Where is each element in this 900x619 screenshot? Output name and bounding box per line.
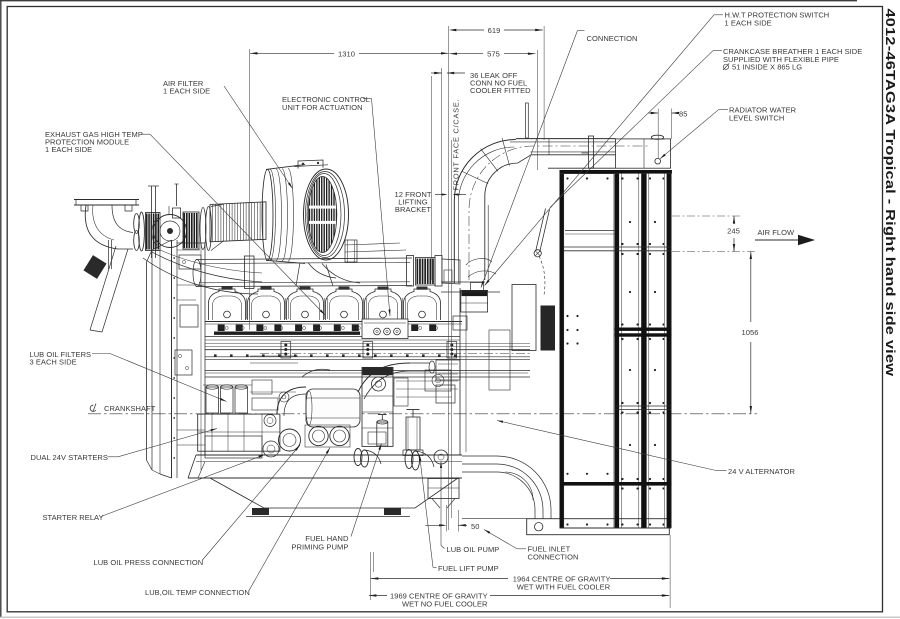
svg-text:BRACKET: BRACKET bbox=[395, 205, 432, 214]
svg-text:FUEL HAND: FUEL HAND bbox=[305, 534, 349, 543]
svg-text:3 EACH SIDE: 3 EACH SIDE bbox=[30, 358, 77, 367]
svg-text:PROTECTION MODULE: PROTECTION MODULE bbox=[45, 138, 129, 147]
svg-text:1 EACH SIDE: 1 EACH SIDE bbox=[45, 145, 92, 154]
svg-text:RADIATOR WATER: RADIATOR WATER bbox=[729, 106, 797, 115]
svg-text:51 INSIDE X 865 LG: 51 INSIDE X 865 LG bbox=[732, 63, 802, 72]
svg-text:24 V ALTERNATOR: 24 V ALTERNATOR bbox=[728, 467, 796, 476]
svg-text:PRIMING PUMP: PRIMING PUMP bbox=[291, 542, 348, 551]
svg-text:36 LEAK OFF: 36 LEAK OFF bbox=[470, 71, 518, 80]
svg-text:50: 50 bbox=[471, 522, 479, 531]
svg-text:SUPPLIED WITH FLEXIBLE PIPE: SUPPLIED WITH FLEXIBLE PIPE bbox=[723, 55, 839, 64]
svg-text:85: 85 bbox=[679, 110, 687, 119]
svg-text:1969 CENTRE OF GRAVITY: 1969 CENTRE OF GRAVITY bbox=[390, 592, 488, 601]
svg-text:1 EACH SIDE: 1 EACH SIDE bbox=[725, 18, 772, 27]
svg-text:AIR FILTER: AIR FILTER bbox=[163, 79, 204, 88]
svg-text:WET NO FUEL COOLER: WET NO FUEL COOLER bbox=[402, 600, 488, 609]
svg-text:CRANKSHAFT: CRANKSHAFT bbox=[104, 404, 156, 413]
svg-text:CRANKCASE BREATHER 1 EACH SID: CRANKCASE BREATHER 1 EACH SIDE bbox=[723, 47, 862, 56]
svg-text:WET WITH FUEL COOLER: WET WITH FUEL COOLER bbox=[517, 582, 611, 591]
svg-text:CONNECTION: CONNECTION bbox=[528, 553, 579, 562]
svg-text:LIFTING: LIFTING bbox=[398, 198, 428, 207]
svg-text:1056: 1056 bbox=[741, 328, 758, 337]
svg-text:CONN NO FUEL: CONN NO FUEL bbox=[470, 78, 527, 87]
svg-text:1310: 1310 bbox=[338, 49, 355, 58]
svg-text:1964 CENTRE OF GRAVITY: 1964 CENTRE OF GRAVITY bbox=[513, 574, 611, 583]
svg-text:STARTER RELAY: STARTER RELAY bbox=[43, 513, 104, 522]
svg-text:LUB,OIL TEMP CONNECTION: LUB,OIL TEMP CONNECTION bbox=[145, 588, 250, 597]
svg-text:FUEL INLET: FUEL INLET bbox=[528, 545, 571, 554]
svg-text:12 FRONT: 12 FRONT bbox=[394, 190, 431, 199]
svg-text:EXHAUST GAS HIGH TEMP: EXHAUST GAS HIGH TEMP bbox=[45, 130, 143, 139]
svg-text:245: 245 bbox=[727, 227, 740, 236]
svg-text:LUB OIL PUMP: LUB OIL PUMP bbox=[447, 545, 500, 554]
svg-text:ELECTRONIC CONTROL: ELECTRONIC CONTROL bbox=[282, 95, 370, 104]
svg-text:LUB OIL PRESS CONNECTION: LUB OIL PRESS CONNECTION bbox=[94, 558, 204, 567]
svg-text:H.W.T PROTECTION SWITCH: H.W.T PROTECTION SWITCH bbox=[725, 11, 830, 20]
svg-text:1 EACH SIDE: 1 EACH SIDE bbox=[163, 86, 210, 95]
svg-text:LUB OIL FILTERS: LUB OIL FILTERS bbox=[30, 350, 92, 359]
svg-text:619: 619 bbox=[488, 26, 501, 35]
svg-text:COOLER FITTED: COOLER FITTED bbox=[470, 86, 531, 95]
svg-text:UNIT FOR ACTUATION: UNIT FOR ACTUATION bbox=[282, 103, 363, 112]
svg-text:575: 575 bbox=[487, 50, 500, 59]
svg-text:CONNECTION: CONNECTION bbox=[587, 34, 638, 43]
svg-text:FRONT FACE C/CASE.: FRONT FACE C/CASE. bbox=[451, 99, 460, 191]
svg-text:4012-46TAG3A Tropical - Right: 4012-46TAG3A Tropical - Right hand side … bbox=[882, 9, 896, 377]
svg-text:LEVEL SWITCH: LEVEL SWITCH bbox=[729, 114, 784, 123]
svg-text:FUEL LIFT PUMP: FUEL LIFT PUMP bbox=[438, 564, 499, 573]
svg-text:AIR FLOW: AIR FLOW bbox=[758, 228, 796, 237]
svg-text:DUAL 24V STARTERS: DUAL 24V STARTERS bbox=[31, 453, 108, 462]
